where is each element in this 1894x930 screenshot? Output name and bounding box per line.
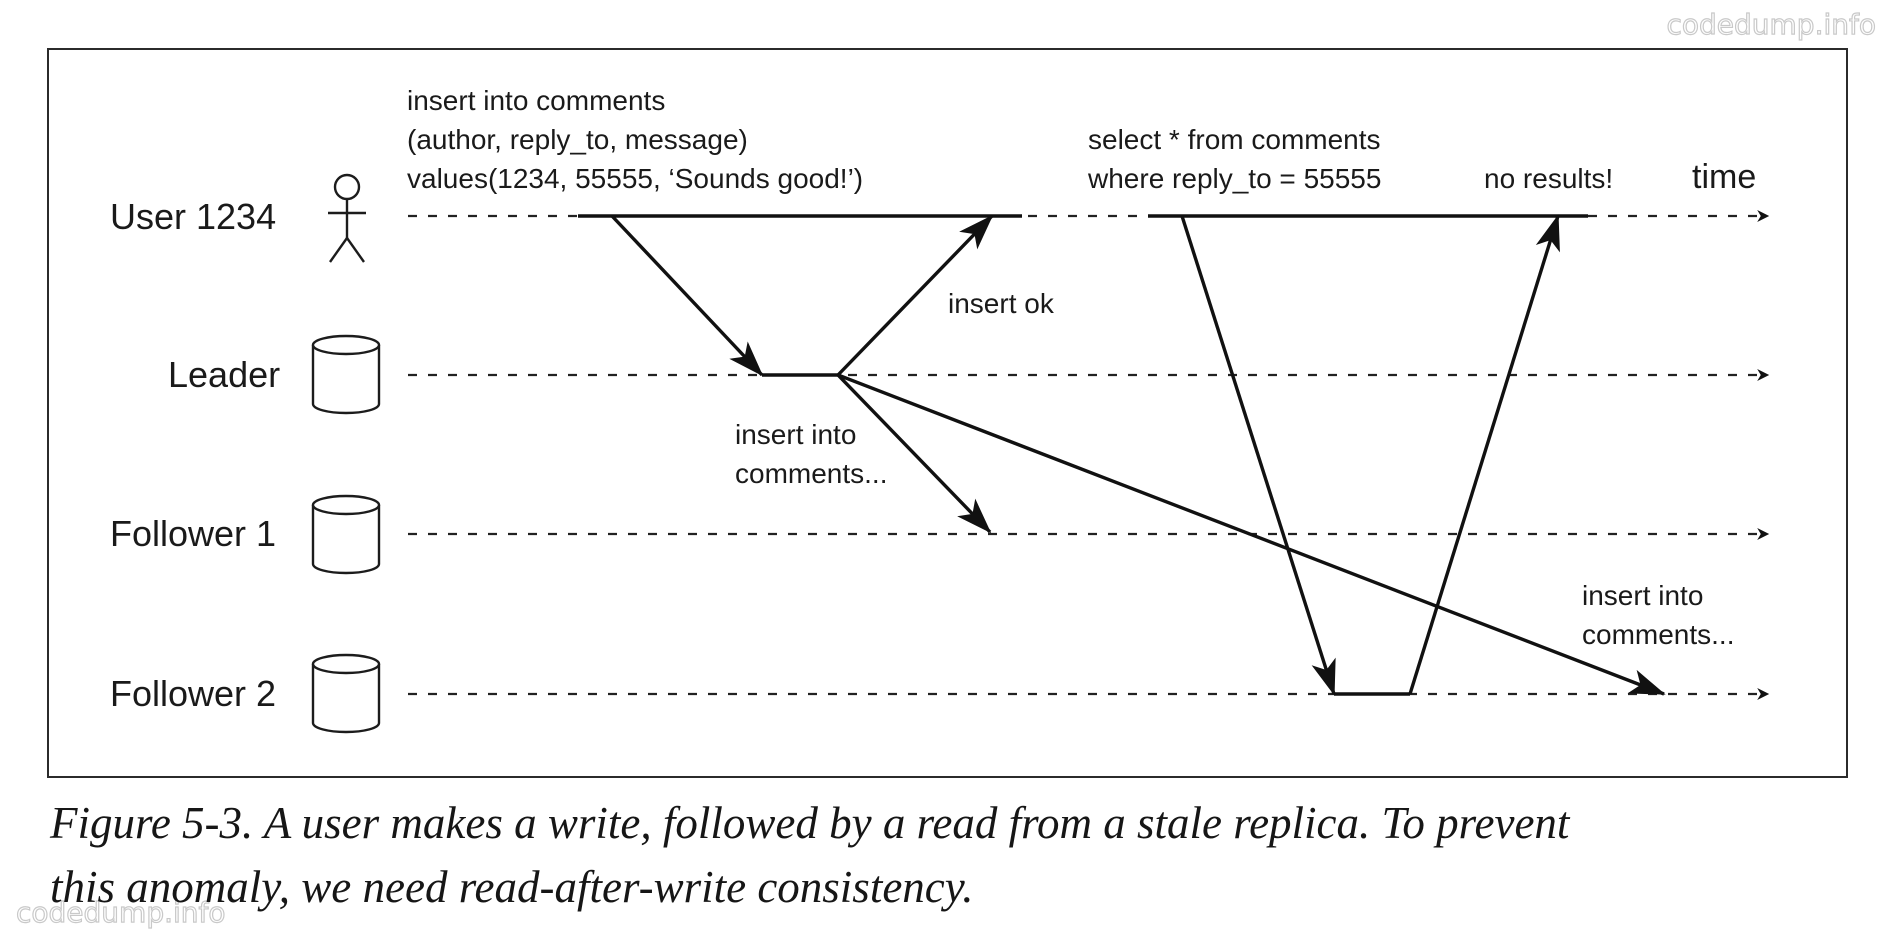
lane-label-follower-1: Follower 1 xyxy=(110,513,276,554)
replication-follower-1-line-1: insert into xyxy=(735,419,856,450)
insert-ok-arrow xyxy=(836,214,994,377)
database-icon xyxy=(311,653,381,734)
replication-follower-2-note: insert into comments... xyxy=(1582,580,1734,650)
replication-follower-2-line-2: comments... xyxy=(1582,619,1734,650)
diagram-frame xyxy=(47,48,1848,778)
insert-request-line-1: insert into comments xyxy=(407,85,665,116)
database-icon xyxy=(311,494,381,575)
replication-follower-1-line-2: comments... xyxy=(735,458,887,489)
figure-caption-line-1: Figure 5-3. A user makes a write, follow… xyxy=(49,798,1571,848)
database-icon xyxy=(311,334,381,415)
time-axis-label: time xyxy=(1692,158,1756,196)
read-response-arrow xyxy=(1408,214,1560,695)
insert-request-line-2: (author, reply_to, message) xyxy=(407,124,748,155)
write-request-arrow xyxy=(610,214,764,377)
replication-follower-2-line-1: insert into xyxy=(1582,580,1703,611)
lane-label-user: User 1234 xyxy=(110,196,276,237)
replication-follower-1-arrow xyxy=(836,373,992,534)
no-results-note: no results! xyxy=(1484,163,1613,194)
read-request-arrow xyxy=(1180,215,1336,696)
lane-label-follower-2: Follower 2 xyxy=(110,673,276,714)
insert-request-line-3: values(1234, 55555, ‘Sounds good!’) xyxy=(407,163,863,194)
insert-request-note: insert into comments (author, reply_to, … xyxy=(407,85,863,194)
watermark-bottom-left: codedump.info xyxy=(16,896,226,929)
replication-follower-2-arrow xyxy=(837,373,1666,696)
select-request-line-2: where reply_to = 55555 xyxy=(1087,163,1381,194)
watermark-top-right: codedump.info xyxy=(1666,8,1876,41)
figure-caption: Figure 5-3. A user makes a write, follow… xyxy=(49,798,1581,912)
person-icon xyxy=(328,173,366,263)
select-request-line-1: select * from comments xyxy=(1088,124,1381,155)
replication-follower-1-note: insert into comments... xyxy=(735,419,887,489)
lane-label-leader: Leader xyxy=(168,354,280,395)
insert-ok-note: insert ok xyxy=(948,288,1055,319)
figure-caption-line-2: this anomaly, we need read-after-write c… xyxy=(50,862,974,912)
select-request-note: select * from comments where reply_to = … xyxy=(1087,124,1388,194)
